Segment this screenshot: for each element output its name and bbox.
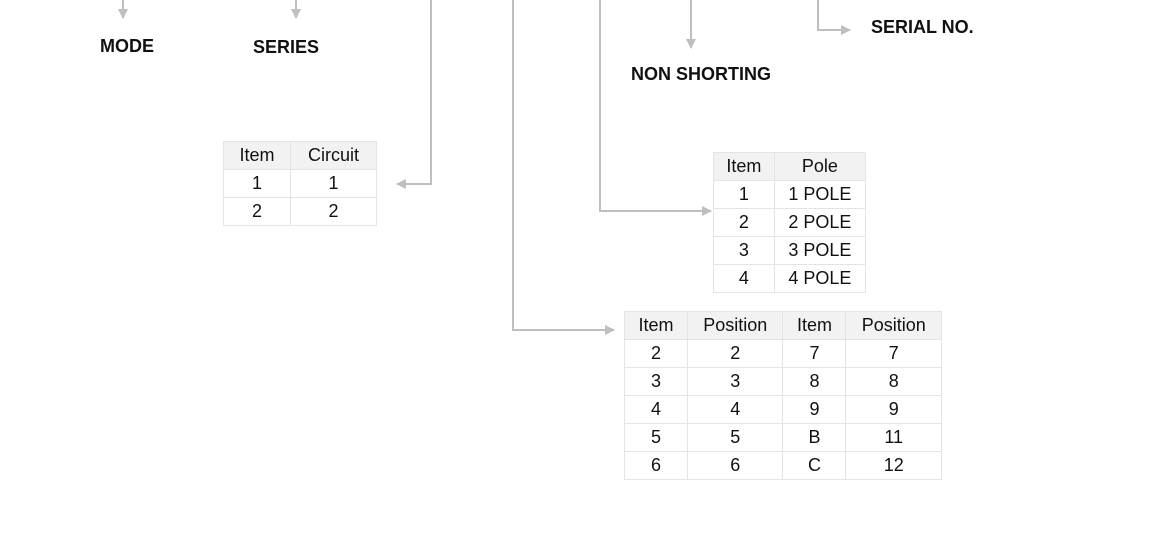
cell-item: 3 bbox=[624, 367, 688, 396]
cell-item: 2 bbox=[713, 208, 775, 237]
cell-position: 2 bbox=[686, 339, 784, 368]
cell-circuit: 1 bbox=[289, 169, 378, 198]
cell-item: 1 bbox=[713, 180, 775, 209]
non-shorting-label: NON SHORTING bbox=[631, 64, 772, 84]
header-item: Item bbox=[713, 152, 775, 181]
mode-label: MODE bbox=[100, 36, 154, 56]
cell-position: 11 bbox=[845, 423, 942, 452]
table-row: 1 1 POLE bbox=[713, 180, 867, 209]
cell-position: 7 bbox=[845, 339, 942, 368]
header-pole: Pole bbox=[773, 152, 867, 181]
circuit-arrow bbox=[396, 0, 432, 189]
table-row: 2 2 7 7 bbox=[624, 339, 942, 368]
cell-item: 4 bbox=[713, 264, 775, 293]
cell-position: 12 bbox=[845, 451, 942, 480]
position-table: Item Position Item Position 2 2 7 7 3 3 … bbox=[624, 311, 942, 480]
cell-item: 5 bbox=[624, 423, 688, 452]
table-header-row: Item Circuit bbox=[223, 141, 378, 170]
cell-item: 6 bbox=[624, 451, 688, 480]
cell-item: 2 bbox=[223, 197, 291, 226]
cell-item: B bbox=[782, 423, 847, 452]
cell-item: 1 bbox=[223, 169, 291, 198]
cell-item: 8 bbox=[782, 367, 847, 396]
header-item: Item bbox=[223, 141, 291, 170]
cell-pole: 4 POLE bbox=[773, 264, 867, 293]
serial-no-arrow bbox=[817, 0, 851, 35]
header-item: Item bbox=[624, 311, 688, 340]
table-row: 3 3 8 8 bbox=[624, 367, 942, 396]
table-row: 2 2 bbox=[223, 197, 378, 226]
cell-position: 6 bbox=[686, 451, 784, 480]
table-row: 4 4 9 9 bbox=[624, 395, 942, 424]
serial-no-label: SERIAL NO. bbox=[871, 17, 974, 37]
cell-circuit: 2 bbox=[289, 197, 378, 226]
table-row: 4 4 POLE bbox=[713, 264, 867, 293]
header-position: Position bbox=[845, 311, 942, 340]
pole-arrow bbox=[599, 0, 712, 216]
cell-pole: 3 POLE bbox=[773, 236, 867, 265]
header-circuit: Circuit bbox=[289, 141, 378, 170]
table-row: 2 2 POLE bbox=[713, 208, 867, 237]
cell-pole: 2 POLE bbox=[773, 208, 867, 237]
circuit-table: Item Circuit 1 1 2 2 bbox=[223, 141, 378, 226]
table-row: 6 6 C 12 bbox=[624, 451, 942, 480]
cell-position: 5 bbox=[686, 423, 784, 452]
table-row: 5 5 B 11 bbox=[624, 423, 942, 452]
header-item: Item bbox=[782, 311, 847, 340]
cell-position: 3 bbox=[686, 367, 784, 396]
cell-item: 2 bbox=[624, 339, 688, 368]
series-label: SERIES bbox=[253, 37, 320, 57]
header-position: Position bbox=[686, 311, 784, 340]
cell-position: 4 bbox=[686, 395, 784, 424]
table-row: 1 1 bbox=[223, 169, 378, 198]
table-header-row: Item Pole bbox=[713, 152, 867, 181]
table-row: 3 3 POLE bbox=[713, 236, 867, 265]
position-arrow bbox=[512, 0, 615, 335]
cell-item: 4 bbox=[624, 395, 688, 424]
pole-table: Item Pole 1 1 POLE 2 2 POLE 3 3 POLE 4 4… bbox=[713, 152, 867, 293]
cell-item: 7 bbox=[782, 339, 847, 368]
cell-position: 8 bbox=[845, 367, 942, 396]
cell-pole: 1 POLE bbox=[773, 180, 867, 209]
table-header-row: Item Position Item Position bbox=[624, 311, 942, 340]
cell-item: 9 bbox=[782, 395, 847, 424]
cell-item: 3 bbox=[713, 236, 775, 265]
cell-item: C bbox=[782, 451, 847, 480]
cell-position: 9 bbox=[845, 395, 942, 424]
